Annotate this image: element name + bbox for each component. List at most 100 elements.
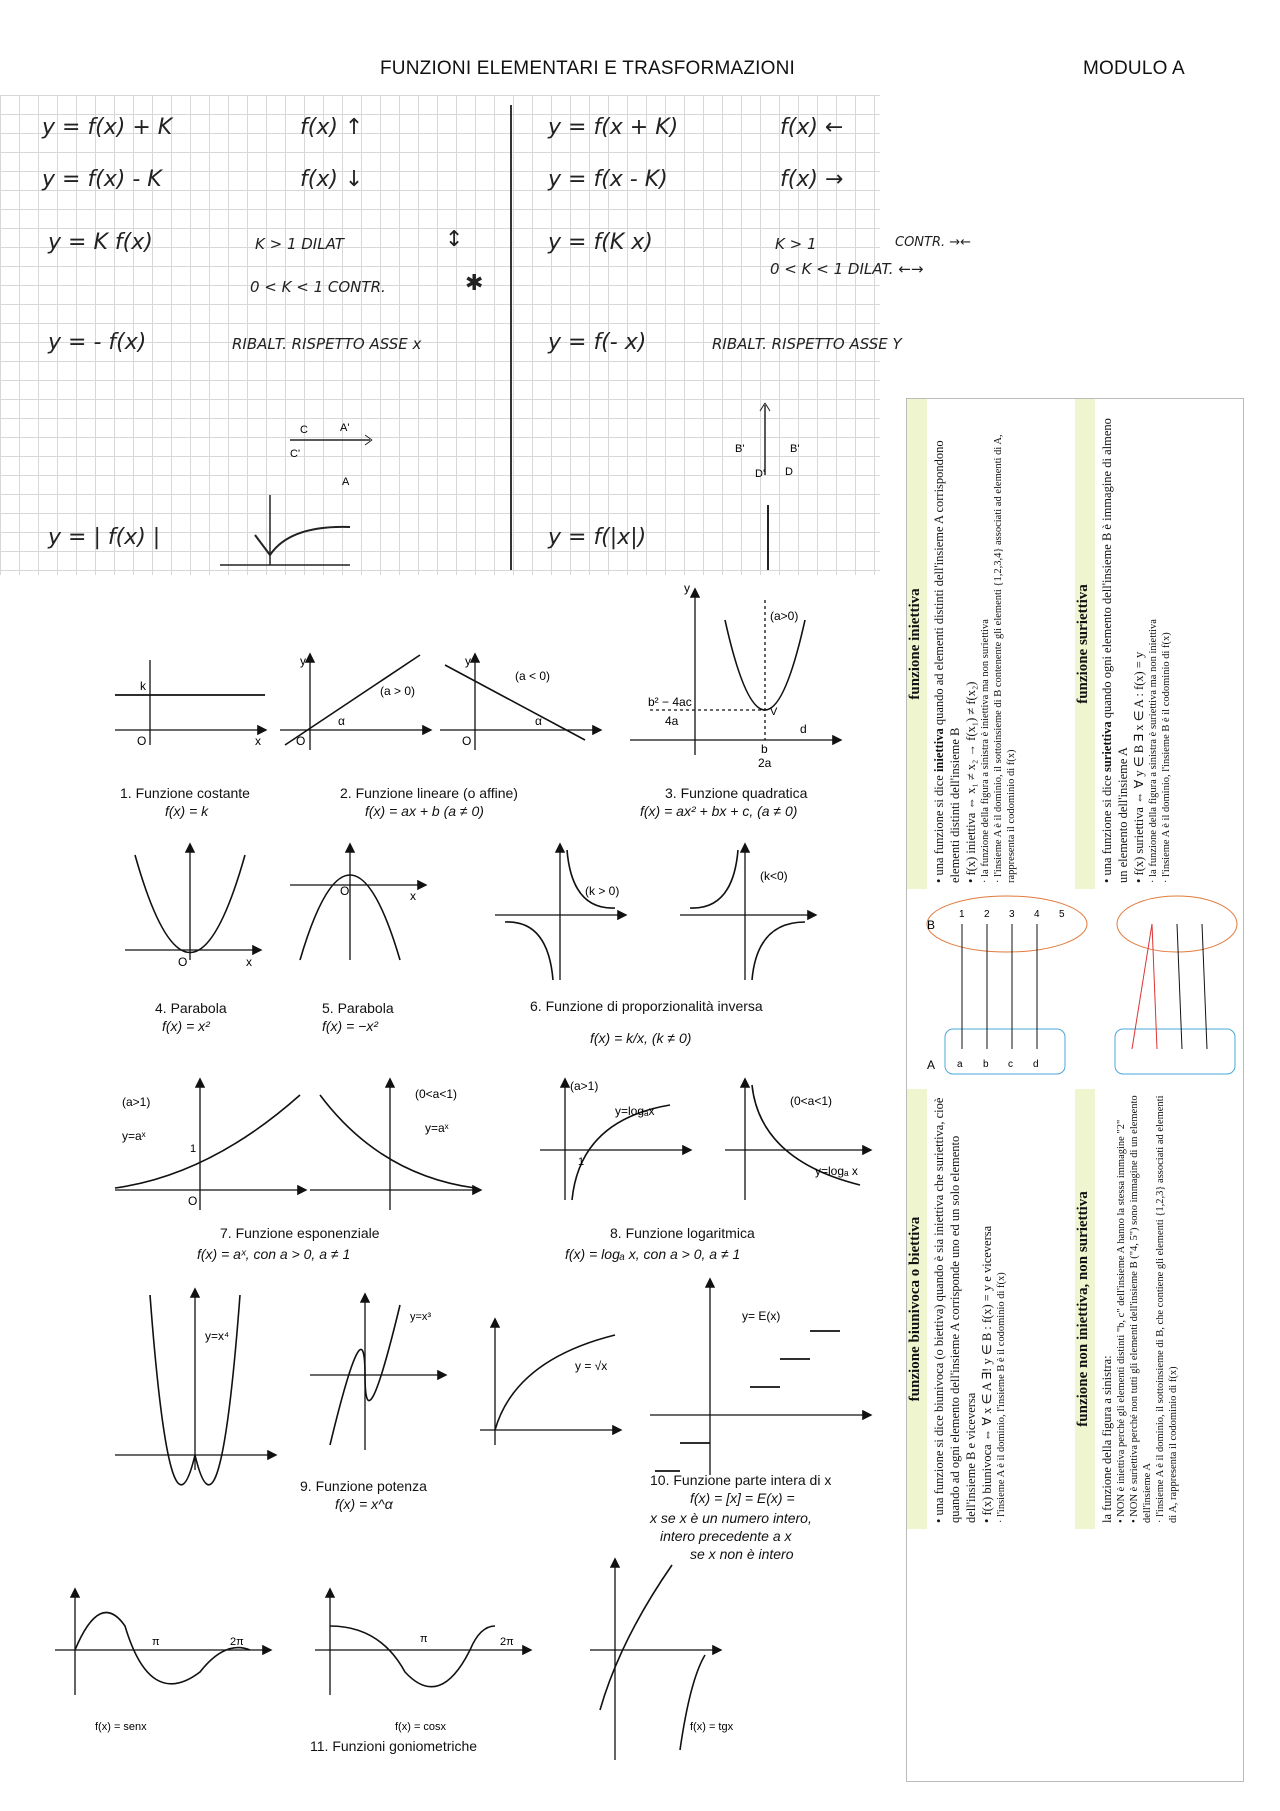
g6-cond2: (k<0) [760, 869, 788, 883]
g7-label2: y=aˣ [425, 1121, 449, 1135]
g11-sen: f(x) = senx [95, 1721, 147, 1733]
pt-c: C [300, 424, 308, 436]
module-label: MODULO A [1083, 58, 1185, 79]
g11-pi-cos: π [420, 1633, 428, 1645]
g3-y: y [684, 581, 690, 595]
formula-1: f(x) = k [165, 803, 209, 819]
formula-6: f(x) = k/x, (k ≠ 0) [590, 1030, 692, 1046]
graph-costante [115, 660, 268, 745]
g2b-origin: O [462, 734, 471, 748]
graph-goniometriche [55, 1557, 723, 1760]
pt-b2: B' [790, 443, 799, 455]
g4-origin: O [178, 955, 187, 969]
g8-cond2: (0<a<1) [790, 1094, 832, 1108]
note-reflect-y-text: RIBALT. RISPETTO ASSE Y [712, 335, 902, 353]
diag-elem-d: d [1033, 1059, 1039, 1070]
g7-cond1: (a>1) [122, 1095, 150, 1109]
biunivoca-t1: una funzione si dice biunivoca (o bietti… [932, 1097, 978, 1523]
graph-parte-intera [650, 1277, 873, 1475]
iniettiva-title-bold: iniettiva [907, 588, 923, 641]
g9-sqrt: y = √x [575, 1359, 607, 1373]
formula-4: f(x) = x² [162, 1018, 210, 1034]
biunivoca-def: f(x) biunivoca ⇔ ∀ x ∈ A ∃! y ∈ B : f(x)… [980, 1225, 994, 1516]
graph-lineare-neg [440, 652, 603, 750]
caption-7: 7. Funzione esponenziale [220, 1225, 380, 1241]
note-contr-star: ✱ [465, 271, 484, 296]
section-iniettiva: funzione iniettiva • una funzione si dic… [907, 399, 1075, 889]
pt-c1: C' [290, 448, 300, 460]
non-t1: NON è iniettiva perché gli elementi dist… [1116, 1119, 1127, 1517]
diag-a-label: A [927, 1058, 935, 1072]
graph-esponenziale [114, 1077, 483, 1210]
note-vertical-scale: y = K f(x) [48, 230, 153, 255]
g3-2a: 2a [758, 756, 772, 770]
g7-one: 1 [190, 1143, 196, 1155]
note-dilat: K > 1 DILAT [255, 235, 344, 253]
g3-den: 4a [665, 714, 679, 728]
notes-divider [510, 105, 512, 570]
g3-d: d [800, 722, 807, 736]
suriettiva-t1b: suriettiva [1100, 721, 1114, 773]
graph-iperbole [495, 842, 818, 981]
g7-label1: y=aˣ [122, 1129, 146, 1143]
g3-b: b [761, 742, 768, 756]
note-reflect-y: y = f(- x) [548, 330, 647, 355]
note-shift-down-arrow: f(x) ↓ [300, 167, 364, 192]
note-shift-down: y = f(x) - K [42, 167, 162, 192]
g3-cond: (a>0) [770, 609, 798, 623]
g3-vertex: V [770, 706, 778, 718]
diag-n2: 2 [984, 909, 990, 920]
g5-x: x [410, 889, 416, 903]
g7-origin: O [188, 1194, 197, 1208]
g8-label1: y=logₐx [615, 1104, 655, 1118]
graph-lineare-pos [280, 652, 433, 750]
pt-b1: B' [735, 443, 744, 455]
g2b-y: y [465, 654, 471, 668]
g2-y: y [300, 654, 306, 668]
formula-10-case3: se x non è intero [690, 1546, 794, 1562]
formula-10: f(x) = [x] = E(x) = [690, 1490, 795, 1506]
functions-panel: funzione iniettiva • una funzione si dic… [906, 398, 1244, 1782]
suriettiva-t3: la funzione della figura a sinistra è su… [1148, 619, 1159, 877]
note-shift-right: y = f(x - K) [548, 167, 668, 192]
g2-alpha: α [338, 714, 345, 728]
diag-elem-a: a [957, 1059, 963, 1070]
g3-num: b² − 4ac [648, 695, 692, 709]
caption-10: 10. Funzione parte intera di x [650, 1472, 832, 1488]
suriettiva-title-bold: suriettiva [1075, 584, 1091, 646]
note-f-abs-x: y = f(|x|) [548, 525, 647, 550]
pt-a: A [342, 476, 350, 488]
g8-cond1: (a>1) [570, 1079, 598, 1093]
g9-x3: y=x³ [410, 1311, 431, 1323]
biunivoca-title-post: o biettiva [907, 1216, 923, 1281]
g1-k-label: k [140, 679, 147, 693]
formula-7: f(x) = aˣ, con a > 0, a ≠ 1 [197, 1246, 351, 1262]
g11-2pi: 2π [230, 1636, 244, 1648]
non-title-bold: non iniettiva, non suriettiva [1075, 1191, 1091, 1368]
note-reflect-x: y = - f(x) [48, 330, 147, 355]
biunivoca-title-bold: biunivoca [907, 1280, 923, 1343]
g8-one: 1 [578, 1156, 584, 1168]
suriettiva-t1a: una funzione si dice [1100, 772, 1114, 876]
caption-8: 8. Funzione logaritmica [610, 1225, 755, 1241]
g11-pi: π [152, 1636, 160, 1648]
iniettiva-t1a: una funzione si dice [932, 772, 946, 876]
diag-elem-c: c [1008, 1059, 1013, 1070]
biunivoca-title: funzione [907, 1342, 923, 1402]
g11-tg: f(x) = tgx [690, 1721, 734, 1733]
diag-elem-b: b [983, 1059, 989, 1070]
formula-3: f(x) = ax² + bx + c, (a ≠ 0) [640, 803, 798, 819]
g8-label2: y=logₐ x [815, 1164, 858, 1178]
formula-5: f(x) = −x² [322, 1018, 379, 1034]
note-dilat-x: 0 < K < 1 DILAT. ←→ [770, 260, 924, 278]
suriettiva-t4: l'insieme A è il dominio, l'insieme B è … [1161, 632, 1172, 877]
note-shift-left: y = f(x + K) [548, 115, 679, 140]
iniettiva-t1b: iniettiva [932, 728, 946, 773]
graph-parabola-up [125, 842, 263, 960]
non-title: funzione [1075, 1367, 1091, 1427]
g7-cond2: (0<a<1) [415, 1087, 457, 1101]
iniettiva-def: f(x) iniettiva ⇔ x₁ ≠ x₂ → f(x₁) ≠ f(x₂) [964, 681, 978, 876]
g1-x: x [255, 734, 261, 748]
iniettiva-title: funzione [907, 640, 923, 700]
diag-n5: 5 [1059, 909, 1065, 920]
